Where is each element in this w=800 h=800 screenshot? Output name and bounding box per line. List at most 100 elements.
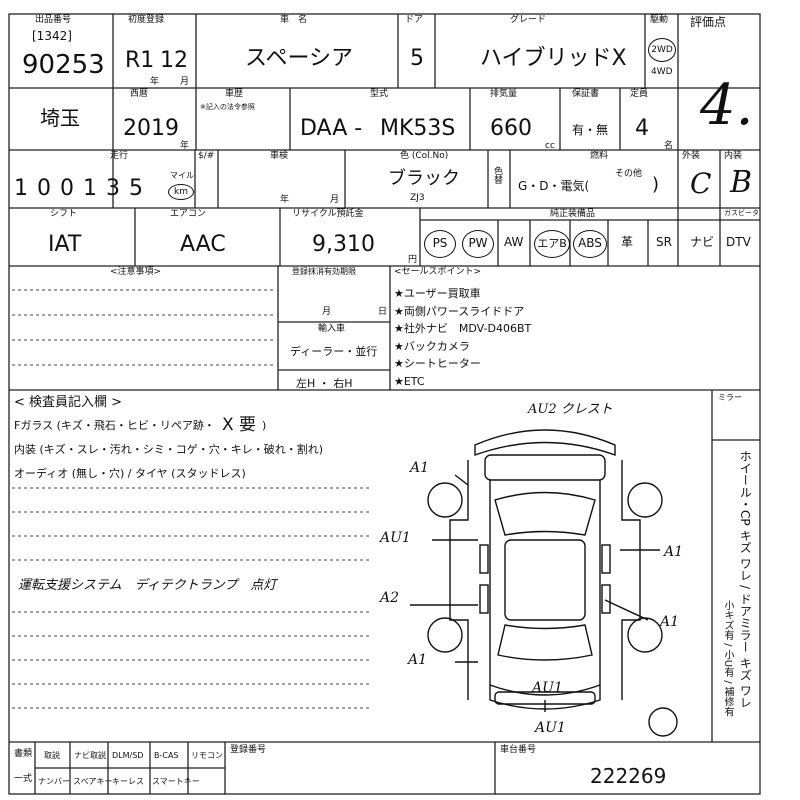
glass-line: Fガラス (キズ・飛石・ヒビ・リペア跡・	[14, 419, 215, 432]
damage-bottom-1: AU1	[532, 680, 563, 696]
expiry-month-unit: 月	[322, 307, 332, 317]
first-reg-month: 12	[160, 48, 188, 73]
name-label: 車 名	[280, 15, 308, 25]
reg-number-label: 登録番号	[230, 745, 267, 755]
equip-abs: ABS	[573, 230, 607, 258]
exterior-value: C	[690, 167, 712, 200]
equip-dtv: DTV	[726, 235, 751, 249]
lot-sub: [1342]	[32, 29, 72, 43]
right-vertical-label: ホイール・CP キズ ワレ / ドアミラー キズ ワレ	[738, 450, 753, 709]
sales-point: ★シートヒーター	[394, 357, 481, 370]
mirror-tag: ミラー	[718, 393, 742, 402]
caution-label: <注意事項>	[110, 267, 162, 277]
equip-sr: SR	[656, 235, 672, 249]
cc-unit: cc	[545, 141, 555, 151]
doors-label: ドア	[405, 15, 424, 25]
equip-pw: PW	[462, 230, 494, 258]
dealer-value: ディーラー・並行	[290, 345, 378, 358]
chassis-label: 車台番号	[500, 745, 537, 755]
cc-label: 排気量	[490, 89, 518, 99]
drive-2wd: 2WD	[648, 38, 676, 62]
year-unit: 年	[150, 77, 160, 87]
equip-label: 純正装備品	[550, 209, 596, 219]
damage-right-1: A1	[664, 544, 684, 560]
fuel-close: )	[652, 174, 660, 195]
model-prefix: DAA -	[300, 116, 363, 141]
exterior-label: 外装	[682, 151, 701, 161]
color-change-label: 色替	[494, 167, 504, 186]
model-label: 型式	[370, 89, 389, 99]
score-value: 4.	[700, 73, 754, 138]
equip-ps: PS	[424, 230, 456, 258]
grade-label: グレード	[510, 15, 547, 25]
inspection-title: < 検査員記入欄 >	[14, 395, 123, 410]
footer-item: キーレス	[112, 777, 144, 786]
seats-unit: 名	[664, 141, 674, 151]
drive-label: 駆動	[650, 15, 669, 25]
mileage-unit-km: km	[168, 184, 194, 200]
warranty-label: 保証書	[572, 89, 600, 99]
reg-label: 車歴	[225, 89, 244, 99]
warranty-value: 有・無	[572, 123, 609, 137]
shift-label: シフト	[50, 209, 78, 219]
first-reg-label: 初度登録	[128, 15, 165, 25]
recycle-unit: 円	[408, 255, 418, 265]
sales-points: ★ユーザー買取車 ★両側パワースライドドア ★社外ナビ MDV-D406BT ★…	[394, 285, 531, 390]
glass-mark: X 要	[222, 415, 257, 435]
sales-point: ★ETC	[394, 374, 425, 388]
lot-number: 90253	[22, 50, 105, 80]
fuel-other: その他	[615, 169, 643, 179]
grade-value: ハイブリッドX	[480, 46, 627, 71]
insp-month: 月	[330, 195, 340, 205]
color-label: 色 (Col.No)	[400, 151, 449, 161]
cc-value: 660	[490, 116, 532, 141]
mileage-unit-top: マイル	[170, 171, 194, 180]
interior-label: 内装	[724, 151, 743, 161]
year-label: 西暦	[130, 89, 149, 99]
expiry-day-unit: 日	[378, 307, 388, 317]
equip-leather: 革	[621, 235, 634, 249]
sales-point: ★両側パワースライドドア	[394, 304, 525, 318]
first-reg-era: R1	[125, 48, 155, 73]
shift-value: IAT	[48, 232, 82, 257]
inspection-label: 車検	[270, 151, 289, 161]
footer-item: B-CAS	[154, 751, 179, 760]
docs-label-2: 一式	[14, 774, 33, 784]
region-value: 埼玉	[40, 106, 80, 130]
recycle-label: リサイクル預託金	[292, 209, 364, 219]
drive-4wd: 4WD	[651, 67, 673, 77]
damage-left-3: A2	[380, 590, 400, 606]
equip-aw: AW	[504, 235, 524, 249]
fuel-value: G・D・電気(	[518, 179, 590, 193]
damage-left-4: A1	[408, 652, 428, 668]
footer-item: リモコン	[191, 751, 223, 760]
recycle-value: 9,310	[312, 232, 375, 257]
car-name: スペーシア	[245, 46, 354, 71]
footer-item: ナビ取説	[74, 751, 106, 760]
equip-airbag: エアB	[534, 230, 570, 258]
footer-item: スペアキー	[73, 777, 113, 786]
footer-item: 取説	[44, 751, 60, 760]
glass-close: )	[262, 419, 267, 432]
color-code: ZJ3	[410, 193, 425, 203]
footer-item: ナンバー	[38, 777, 70, 786]
reg-expiry-label: 登録抹消有効期限	[292, 267, 356, 276]
damage-right-2: A1	[660, 614, 680, 630]
interior-line: 内装 (キズ・スレ・汚れ・シミ・コゲ・穴・キレ・破れ・割れ)	[14, 443, 324, 456]
footer-item: スマートキー	[152, 777, 200, 786]
fuel-label: 燃料	[590, 151, 609, 161]
audio-line: オーディオ (無し・穴) / タイヤ (スタッドレス)	[14, 467, 246, 480]
chassis-number: 222269	[590, 764, 667, 788]
exhibit-label: 出品番号	[35, 15, 72, 25]
interior-value: B	[730, 165, 753, 200]
score-label: 評価点	[690, 15, 727, 29]
aircon-value: AAC	[180, 232, 226, 257]
sales-point: ★バックカメラ	[394, 339, 470, 353]
year-value: 2019	[123, 116, 179, 141]
sales-label: <セールスポイント>	[394, 267, 482, 277]
damage-left-1: A1	[410, 460, 430, 476]
damage-top: AU2 クレスト	[528, 402, 613, 417]
seats-value: 4	[635, 116, 649, 141]
docs-label-1: 書類	[14, 749, 33, 759]
